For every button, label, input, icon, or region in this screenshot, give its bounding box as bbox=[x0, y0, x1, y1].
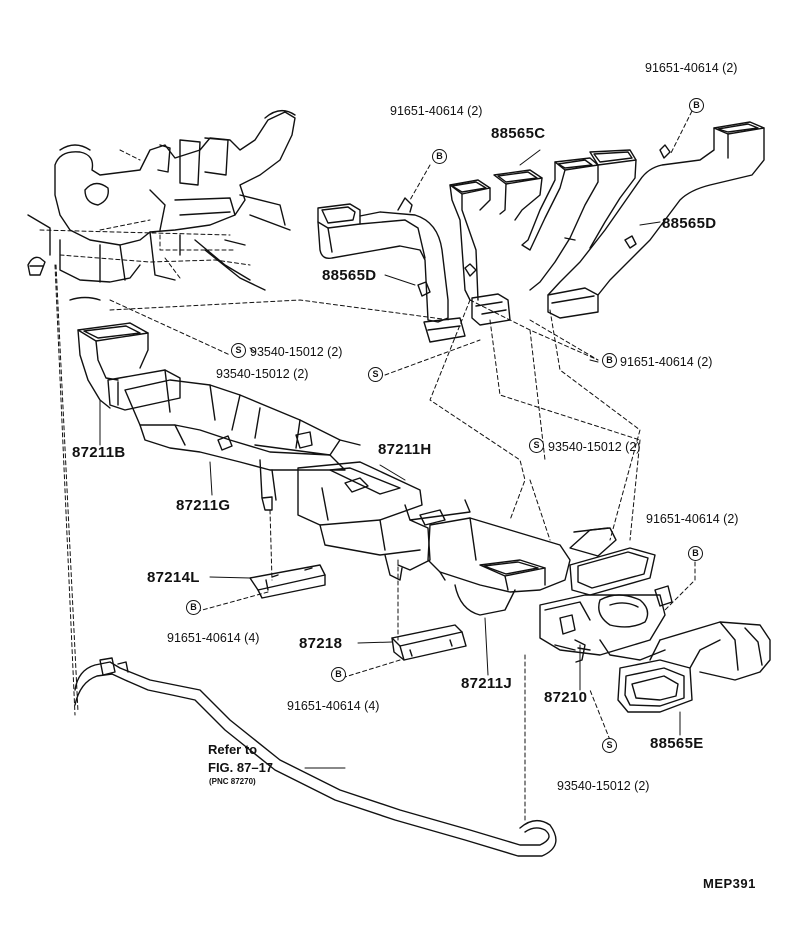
duct-87211G bbox=[124, 379, 361, 511]
part-87218: 87218 bbox=[299, 635, 343, 652]
part-87211H: 87211H bbox=[378, 441, 432, 458]
duct-88565D-right bbox=[547, 121, 765, 319]
diagram-code: MEP391 bbox=[703, 876, 756, 891]
reference-line-1: Refer to bbox=[208, 742, 258, 757]
part-87211J: 87211J bbox=[461, 675, 513, 692]
fastener-symbol-f1: B bbox=[689, 98, 704, 113]
fastener-code-f4: 93540-15012 (2) bbox=[216, 367, 309, 381]
fastener-symbol-f2: B bbox=[432, 149, 447, 164]
fastener-symbol-f9: B bbox=[331, 667, 346, 682]
duct-87211J bbox=[427, 517, 617, 616]
part-87214L: 87214L bbox=[147, 569, 200, 586]
reference-line-3: (PNC 87270) bbox=[209, 777, 256, 786]
part-88565D-left: 88565D bbox=[322, 267, 377, 284]
part-88565E: 88565E bbox=[650, 735, 704, 752]
bracket-87214L bbox=[249, 564, 326, 599]
duct-87211B bbox=[77, 322, 181, 413]
part-88565D-right: 88565D bbox=[662, 215, 717, 232]
fastener-symbol-f7: B bbox=[688, 546, 703, 561]
part-87211B: 87211B bbox=[72, 444, 126, 461]
fastener-symbol-f10: S bbox=[602, 738, 617, 753]
fastener-code-f9: 91651-40614 (4) bbox=[287, 699, 380, 713]
fastener-code-f2: 91651-40614 (2) bbox=[390, 104, 483, 118]
duct-87211H bbox=[297, 461, 471, 581]
leader-lines bbox=[99, 149, 681, 769]
fastener-code-f1: 91651-40614 (2) bbox=[645, 61, 738, 75]
fastener-code-f3: 93540-15012 (2) bbox=[250, 345, 343, 359]
duct-88565C bbox=[449, 149, 637, 326]
fastener-code-f8: 91651-40614 (4) bbox=[167, 631, 260, 645]
drain-hose bbox=[74, 657, 557, 857]
duct-88565D-left bbox=[317, 197, 466, 343]
bracket-87218 bbox=[391, 624, 467, 661]
unit-87210 bbox=[539, 547, 673, 663]
fastener-symbol-f3: S bbox=[231, 343, 246, 358]
fastener-symbol-f4: S bbox=[368, 367, 383, 382]
fastener-symbol-f6: S bbox=[529, 438, 544, 453]
alignment-lines bbox=[55, 104, 696, 821]
fastener-symbol-f8: B bbox=[186, 600, 201, 615]
duct-88565E bbox=[617, 621, 771, 713]
fastener-code-f5: 91651-40614 (2) bbox=[620, 355, 713, 369]
dashboard-context bbox=[27, 110, 296, 716]
fastener-code-f7: 91651-40614 (2) bbox=[646, 512, 739, 526]
fastener-code-f6: 93540-15012 (2) bbox=[548, 440, 641, 454]
fastener-code-f10: 93540-15012 (2) bbox=[557, 779, 650, 793]
part-88565C: 88565C bbox=[491, 125, 546, 142]
part-87210: 87210 bbox=[544, 689, 588, 706]
fastener-symbol-f5: B bbox=[602, 353, 617, 368]
part-87211G: 87211G bbox=[176, 497, 231, 514]
reference-line-2: FIG. 87–17 bbox=[208, 760, 274, 775]
